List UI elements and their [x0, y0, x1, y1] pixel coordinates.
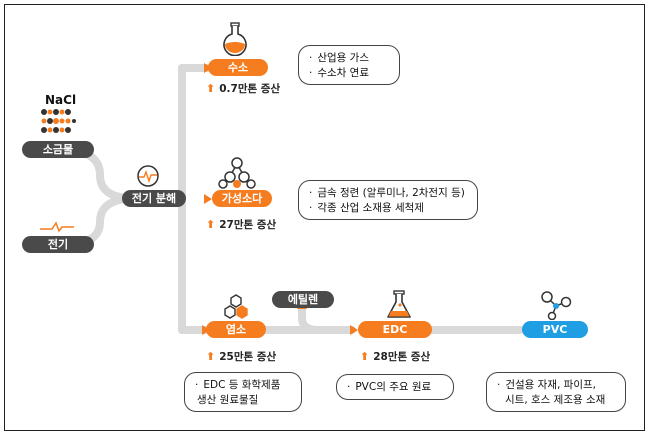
edc-production: ⬆28만톤 증산 — [360, 350, 430, 364]
hydrogen-production: ⬆0.7만톤 증산 — [206, 82, 280, 96]
increase-arrow-icon: ⬆ — [206, 82, 216, 95]
pvc-uses-box: ·건설용 자재, 파이프, 시트, 호스 제조용 소재 — [486, 372, 626, 412]
arrow-to-edc — [350, 325, 358, 335]
hydrogen-use-item: ·산업용 가스 — [309, 52, 369, 64]
chlorine-production-text: 25만톤 증산 — [219, 351, 277, 363]
nacl-molecule-icon — [41, 109, 76, 133]
increase-arrow-icon: ⬆ — [206, 350, 216, 363]
edc-uses-box: ·PVC의 주요 원료 — [336, 374, 454, 400]
chlorine-production: ⬆25만톤 증산 — [206, 350, 276, 364]
pvc-use-item: ·건설용 자재, 파이프, — [497, 379, 596, 391]
connector-ethylene-to-edc — [298, 305, 322, 334]
edc-label: EDC — [358, 321, 432, 338]
edc-production-text: 28만톤 증산 — [373, 351, 431, 363]
caustic-soda-production: ⬆27만톤 증산 — [206, 218, 276, 232]
chlorine-use-item: 생산 원료물질 — [197, 394, 259, 406]
arrow-to-caustic-soda — [204, 194, 212, 204]
pvc-use-item: 시트, 호스 제조용 소재 — [505, 394, 606, 406]
increase-arrow-icon: ⬆ — [206, 218, 216, 231]
caustic-soda-label: 가성소다 — [212, 190, 272, 207]
chlorine-label: 염소 — [206, 321, 266, 338]
nacl-formula: NaCl — [45, 93, 77, 107]
pvc-label: PVC — [522, 321, 588, 338]
electrolysis-gauge-icon — [137, 165, 159, 187]
diagram-frame — [4, 4, 645, 431]
molecule-cluster-icon — [218, 157, 256, 189]
electrolysis-label: 전기 분해 — [122, 190, 186, 207]
caustic-soda-use-item: ·금속 정련 (알루미나, 2차전지 등) — [309, 187, 465, 199]
caustic-soda-production-text: 27만톤 증산 — [219, 219, 277, 231]
conical-flask-icon — [387, 290, 411, 318]
edc-use-item: ·PVC의 주요 원료 — [347, 381, 432, 393]
electricity-label: 전기 — [22, 236, 94, 253]
round-flask-icon — [223, 22, 247, 56]
caustic-soda-use-item: ·각종 산업 소재용 세척제 — [309, 202, 424, 214]
salt-water-label: 소금물 — [22, 141, 94, 158]
chlorine-use-item: ·EDC 등 화학제품 — [195, 379, 281, 391]
chlorine-uses-box: ·EDC 등 화학제품 생산 원료물질 — [184, 372, 302, 412]
hexagon-cluster-icon — [224, 294, 248, 319]
hydrogen-production-text: 0.7만톤 증산 — [219, 83, 281, 95]
polymer-nodes-icon — [541, 291, 572, 320]
increase-arrow-icon: ⬆ — [360, 350, 370, 363]
hydrogen-use-item: ·수소차 연료 — [309, 67, 369, 79]
ethylene-label: 에틸렌 — [272, 291, 334, 308]
caustic-soda-uses-box: ·금속 정련 (알루미나, 2차전지 등) ·각종 산업 소재용 세척제 — [298, 180, 478, 220]
hydrogen-uses-box: ·산업용 가스 ·수소차 연료 — [298, 45, 400, 85]
electricity-wave-icon — [40, 221, 74, 233]
hydrogen-label: 수소 — [208, 59, 268, 76]
